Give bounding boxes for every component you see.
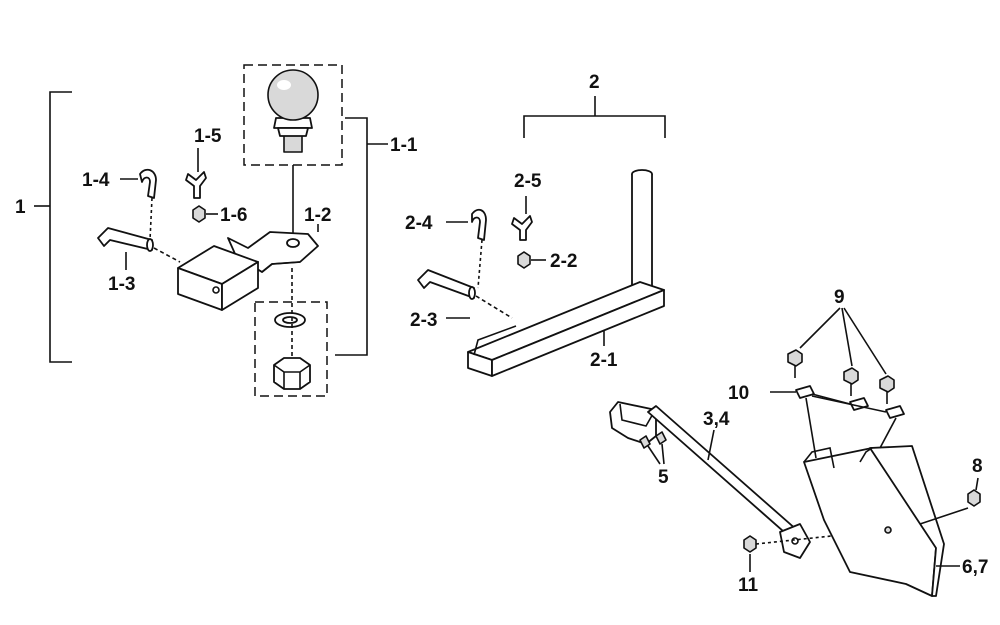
hitch-ball [267,69,319,153]
bolts-9 [787,349,895,404]
callout-2-3: 2-3 [410,310,437,331]
clip-axis-line [149,197,153,241]
tab-axis-a [805,397,817,459]
small-nut [192,205,206,223]
hitch-assembly [34,64,388,397]
flap-assembly [609,307,981,597]
nut-detail-box [254,301,328,397]
callout-labels: 1 1-1 1-2 1-3 1-4 1-5 1-6 2 2-1 2-2 2-3 … [15,72,988,596]
bracket-1 [49,91,72,363]
callout-8: 8 [972,456,983,477]
mount-bracket [609,401,667,449]
mud-flap [803,445,945,597]
leader-9a [799,307,841,349]
callout-1-6: 1-6 [220,205,247,226]
leader-3-4 [707,429,715,461]
leader-9c [843,307,887,375]
callout-2-5: 2-5 [514,171,542,192]
receiver-tube [177,245,259,311]
small-nut-2 [517,251,531,269]
bolt-8 [967,489,981,507]
tab-axis-b [879,417,897,449]
callout-6-7: 6,7 [962,557,988,578]
nut-11 [743,535,757,553]
callout-2-1: 2-1 [590,350,618,371]
leader-5a [647,445,661,465]
vertical-post [631,169,653,291]
bolt8-axis [919,507,969,525]
leader-9b [841,307,853,367]
callout-5: 5 [658,467,669,488]
callout-10: 10 [728,383,749,404]
callout-2: 2 [589,72,600,93]
hitch-pin-2 [417,269,476,300]
callout-2-2: 2-2 [550,251,577,272]
callout-11: 11 [738,575,759,596]
callout-1-2: 1-2 [304,205,331,226]
wing-bolt [185,171,207,199]
callout-1-1: 1-1 [390,135,418,156]
hair-pin-clip [139,168,157,199]
horizontal-tube [467,281,665,377]
lock-washer [274,312,306,328]
callout-1-5: 1-5 [194,126,222,147]
callout-2-4: 2-4 [405,213,433,234]
callout-1-3: 1-3 [108,274,135,295]
bracket-2 [523,115,666,138]
pin2-axis-line [475,295,513,319]
hex-nut [273,357,311,390]
hitch-pin [97,227,154,252]
leader-8 [975,477,979,491]
wing-bolt-2 [511,215,533,241]
clip2-axis-line [477,239,483,289]
callout-1-4: 1-4 [82,170,110,191]
leader-10c [811,395,887,413]
callout-3-4: 3,4 [703,409,730,430]
arm-end-plate [779,523,811,559]
bracket-1-1 [335,117,368,356]
leader-5b [661,443,665,465]
callout-9: 9 [834,287,845,308]
pin-axis-line [153,247,181,263]
hair-pin-clip-2 [471,208,487,241]
frame-assembly [417,96,666,377]
callout-1: 1 [15,197,26,218]
